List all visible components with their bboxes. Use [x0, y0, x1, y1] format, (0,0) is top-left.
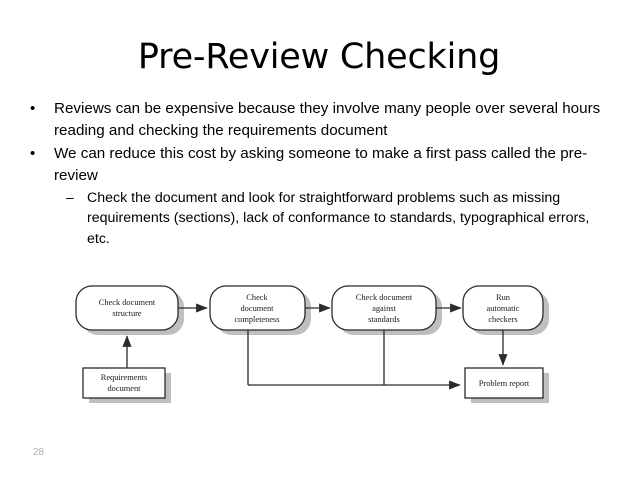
- node-run-automatic-checkers: Run automatic checkers: [462, 285, 544, 331]
- node-label: Requirements: [101, 373, 148, 382]
- node-label: standards: [368, 315, 400, 324]
- node-label: document: [240, 304, 274, 313]
- bullet-list: • Reviews can be expensive because they …: [30, 98, 615, 251]
- bullet-text: Reviews can be expensive because they in…: [54, 100, 601, 139]
- connector-layer: [122, 303, 508, 390]
- page-title: Pre-Review Checking: [137, 37, 501, 77]
- bullet-marker-icon: •: [30, 100, 36, 117]
- node-label: Check document: [356, 293, 413, 302]
- bullet-text: Check the document and look for straight…: [87, 190, 590, 247]
- bullet-item: • Reviews can be expensive because they …: [30, 98, 615, 141]
- node-label: document: [107, 384, 141, 393]
- node-check-document-structure: Check document structure: [75, 285, 179, 331]
- bullet-item: • We can reduce this cost by asking some…: [30, 143, 615, 186]
- node-label: completeness: [234, 315, 279, 324]
- node-check-document-against-standards: Check document against standards: [331, 285, 437, 331]
- node-label: Check: [246, 293, 268, 302]
- node-label: structure: [112, 309, 142, 318]
- node-label: Problem report: [479, 379, 530, 388]
- node-label: against: [372, 304, 396, 313]
- node-label: checkers: [488, 315, 517, 324]
- node-label: Run: [496, 293, 511, 302]
- process-diagram: Check document structure Check document …: [0, 266, 638, 416]
- bullet-text: We can reduce this cost by asking someon…: [54, 145, 588, 184]
- node-check-document-completeness: Check document completeness: [209, 285, 306, 331]
- node-problem-report: Problem report: [464, 367, 544, 399]
- bullet-marker-icon: –: [66, 189, 74, 206]
- node-label: automatic: [486, 304, 519, 313]
- node-requirements-document: Requirements document: [82, 367, 166, 399]
- bullet-item: – Check the document and look for straig…: [30, 188, 615, 248]
- bullet-marker-icon: •: [30, 145, 36, 163]
- slide-number: 28: [33, 447, 45, 458]
- node-label: Check document: [99, 298, 156, 307]
